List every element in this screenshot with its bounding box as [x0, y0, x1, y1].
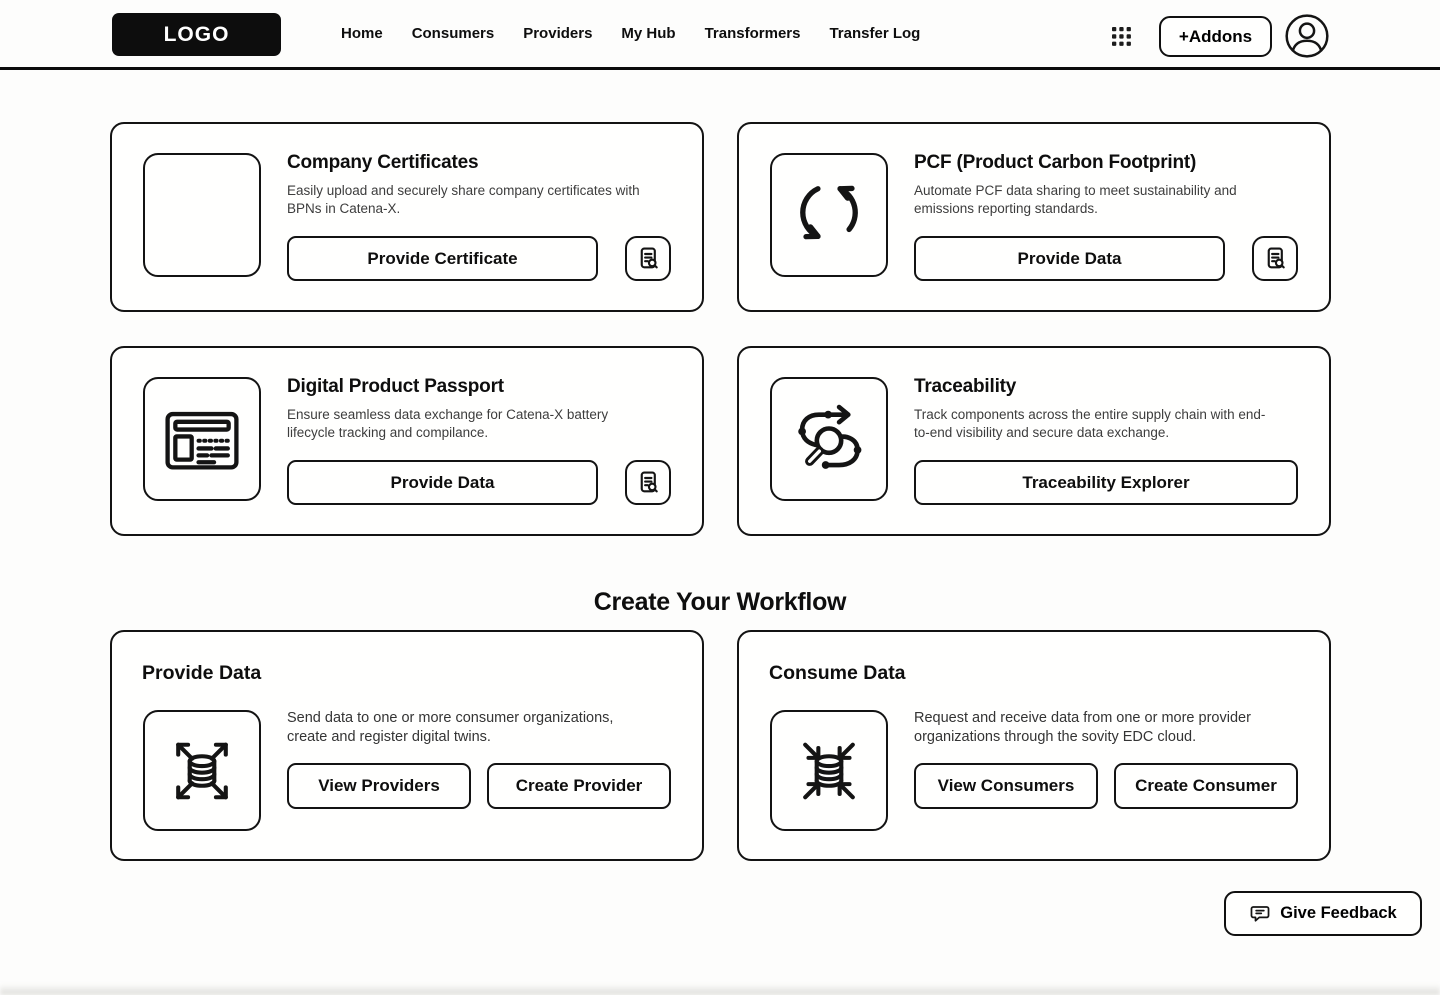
sync-cycle-icon [770, 153, 888, 277]
nav-item-providers[interactable]: Providers [523, 25, 593, 42]
pcf-card: PCF (Product Carbon Footprint) Automate … [737, 122, 1331, 312]
card-description: Request and receive data from one or mor… [914, 710, 1251, 745]
pcf-file-search-button[interactable] [1252, 236, 1298, 281]
pcf-provide-data-button[interactable]: Provide Data [914, 236, 1225, 281]
card-title: Consume Data [769, 662, 906, 684]
nav-item-transformers[interactable]: Transformers [704, 25, 801, 42]
apps-grid-icon[interactable] [1112, 27, 1131, 46]
card-description: Send data to one or more consumer organi… [287, 710, 614, 745]
screen-edge-artifact [0, 984, 1440, 995]
view-consumers-button[interactable]: View Consumers [914, 763, 1098, 809]
company-certificates-card: Company Certificates Easily upload and s… [110, 122, 704, 312]
card-title: Provide Data [142, 662, 262, 684]
dpp-provide-data-button[interactable]: Provide Data [287, 460, 598, 505]
traceability-card: Traceability Track components across the… [737, 346, 1331, 536]
card-title: Digital Product Passport [287, 376, 504, 397]
dpp-file-search-button[interactable] [625, 460, 671, 505]
certificate-placeholder-icon [143, 153, 261, 277]
consume-data-card: Consume Data Request and receive data fr… [737, 630, 1331, 861]
file-search-icon [635, 245, 662, 272]
nav-item-consumers[interactable]: Consumers [411, 25, 495, 42]
database-share-out-icon [143, 710, 261, 831]
logo[interactable]: LOGO [112, 13, 281, 56]
route-search-icon [770, 377, 888, 501]
card-description: Track components across the entire suppl… [914, 407, 1266, 440]
card-title: Company Certificates [287, 152, 479, 173]
give-feedback-label: Give Feedback [1280, 904, 1397, 922]
top-navigation-bar: LOGO Home Consumers Providers My Hub Tra… [0, 0, 1440, 70]
nav-item-home[interactable]: Home [341, 25, 383, 42]
create-consumer-button[interactable]: Create Consumer [1114, 763, 1298, 809]
file-search-icon [635, 469, 662, 496]
card-title: PCF (Product Carbon Footprint) [914, 152, 1197, 173]
card-description: Automate PCF data sharing to meet sustai… [914, 183, 1237, 216]
chat-bubble-icon [1249, 903, 1271, 925]
traceability-explorer-button[interactable]: Traceability Explorer [914, 460, 1298, 505]
card-description: Ensure seamless data exchange for Catena… [287, 407, 609, 440]
nav-item-my-hub[interactable]: My Hub [621, 25, 676, 42]
user-profile-icon[interactable] [1284, 13, 1330, 59]
file-search-icon [1262, 245, 1289, 272]
document-layout-icon [143, 377, 261, 501]
workflow-section-heading: Create Your Workflow [593, 587, 847, 616]
card-description: Easily upload and securely share company… [287, 183, 640, 216]
view-providers-button[interactable]: View Providers [287, 763, 471, 809]
nav-item-transfer-log[interactable]: Transfer Log [829, 25, 921, 42]
digital-product-passport-card: Digital Product Passport Ensure seamless… [110, 346, 704, 536]
provide-certificate-button[interactable]: Provide Certificate [287, 236, 598, 281]
certificate-file-search-button[interactable] [625, 236, 671, 281]
addons-button[interactable]: +Addons [1159, 16, 1272, 57]
give-feedback-button[interactable]: Give Feedback [1224, 891, 1422, 936]
nav-links: Home Consumers Providers My Hub Transfor… [341, 0, 920, 67]
card-title: Traceability [914, 376, 1017, 397]
database-receive-in-icon [770, 710, 888, 831]
provide-data-card: Provide Data Send data to one or more co… [110, 630, 704, 861]
create-provider-button[interactable]: Create Provider [487, 763, 671, 809]
